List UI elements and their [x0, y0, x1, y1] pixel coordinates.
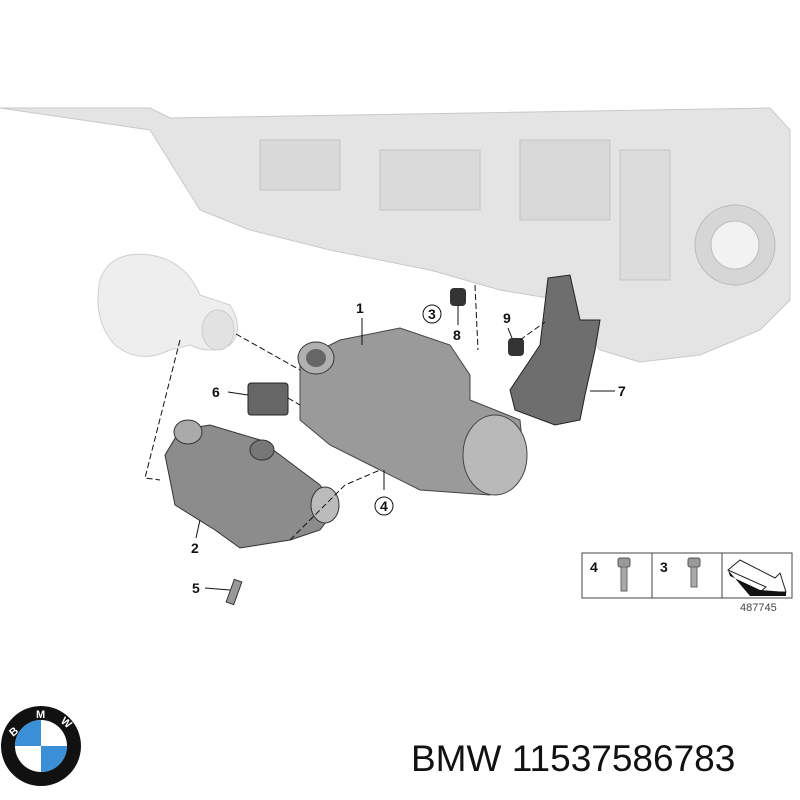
callout-1: 1 [356, 300, 364, 316]
callout-4-circle [374, 496, 394, 516]
svg-text:M: M [36, 709, 45, 721]
thermostat-illustration [164, 419, 340, 549]
bracket-illustration [509, 274, 601, 426]
callout-7: 7 [618, 383, 626, 399]
bushing-illustration [508, 338, 524, 356]
bolt-illustration [225, 578, 243, 606]
bmw-logo: B M W [1, 706, 81, 786]
engine-block-illustration [0, 107, 791, 363]
legend-item-4: 4 [590, 559, 598, 575]
water-pump-illustration [297, 327, 528, 496]
callout-5: 5 [192, 580, 200, 596]
callout-3-circle [422, 304, 442, 324]
sensor-illustration [247, 382, 289, 416]
callout-2: 2 [191, 540, 199, 556]
bushing-illustration [450, 288, 466, 306]
callout-3: 3 [428, 306, 436, 322]
hose-illustration [97, 253, 238, 357]
direction-arrow-icon [727, 559, 787, 596]
part-number-label: BMW 11537586783 [411, 738, 736, 779]
callout-9: 9 [503, 310, 511, 326]
callout-4: 4 [380, 498, 388, 514]
callout-8: 8 [453, 327, 461, 343]
leader-lines [195, 305, 615, 591]
legend-item-3: 3 [660, 559, 668, 575]
callout-6: 6 [212, 384, 220, 400]
bolt-icon [617, 557, 631, 592]
bolt-icon [687, 557, 701, 588]
guide-lines [144, 284, 546, 541]
reference-number: 487745 [740, 602, 777, 614]
legend-box: 4 3 487745 [581, 552, 793, 614]
